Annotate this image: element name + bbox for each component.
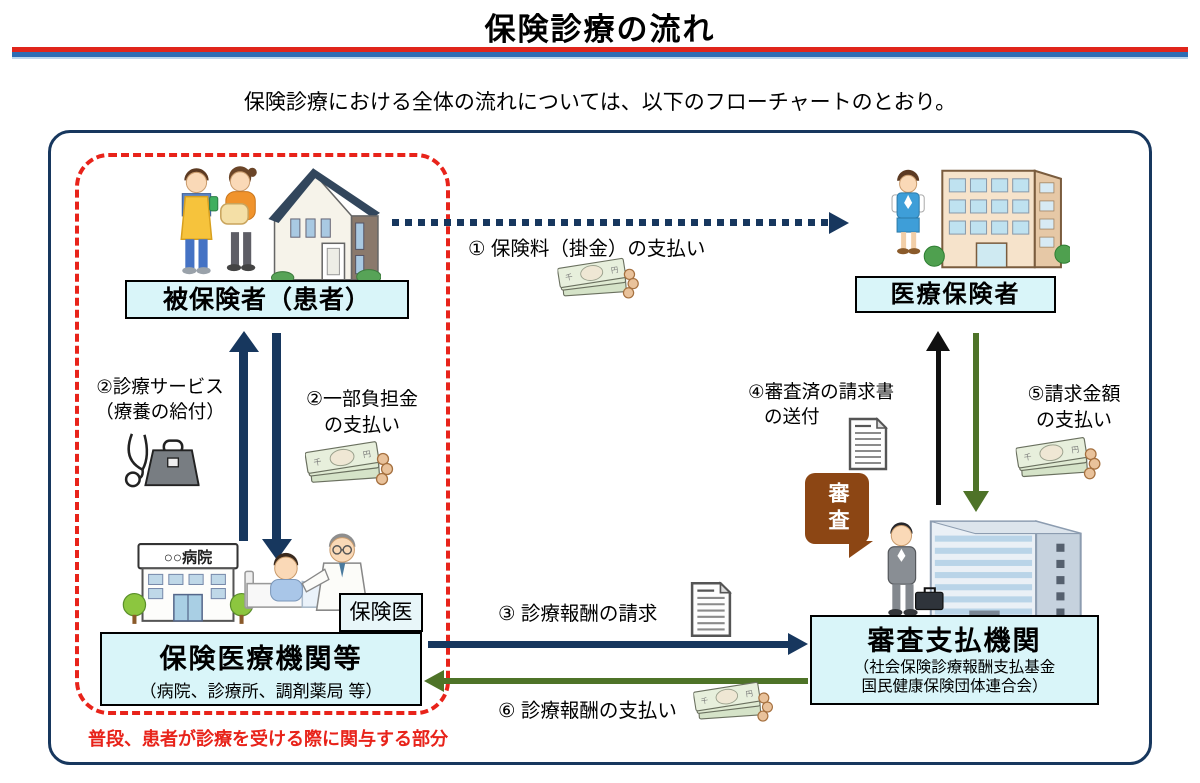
insured-box: 被保険者（患者） xyxy=(125,280,409,319)
flowchart-frame xyxy=(48,130,1152,765)
payer-building-illustration xyxy=(868,503,1106,633)
payer-subtitle-line1: （社会保険診療報酬支払基金 xyxy=(853,659,1056,676)
patient-involvement-note: 普段、患者が診療を受ける際に関与する部分 xyxy=(88,729,448,749)
money-icon xyxy=(692,679,776,726)
money-icon xyxy=(302,438,398,490)
flow3-label: ③ 診療報酬の請求 xyxy=(498,603,658,625)
flow2-service-arrowhead xyxy=(229,331,259,352)
flow6-arrowhead xyxy=(424,670,444,692)
provider-title: 保険医療機関等 xyxy=(159,644,363,674)
flow4-line2: の送付 xyxy=(764,405,820,427)
flow3-arrow xyxy=(428,641,794,648)
flow5-line2: の支払い xyxy=(1035,409,1112,431)
flow1-arrowhead xyxy=(829,212,849,234)
money-icon xyxy=(556,255,642,303)
flow2-copay-line2: の支払い xyxy=(323,414,400,436)
payer-box: 審査支払機関 （社会保険診療報酬支払基金 国民健康保険団体連合会） xyxy=(810,615,1099,705)
flow2-service-label: ②診療サービス （療養の給付） xyxy=(82,375,238,425)
insurance-doctor-tag: 保険医 xyxy=(339,593,423,632)
document-icon xyxy=(690,581,732,638)
flow2-copay-line1: ②一部負担金 xyxy=(305,389,419,410)
flow2-service-line1: ②診療サービス xyxy=(96,376,224,397)
review-bubble-label: 審査 xyxy=(826,481,849,536)
review-bubble-tail xyxy=(849,541,873,558)
header-rule-red xyxy=(12,47,1188,52)
payer-title: 審査支払機関 xyxy=(867,626,1042,656)
page-subtitle: 保険診療における全体の流れについては、以下のフローチャートのとおり。 xyxy=(243,91,957,114)
flow5-arrow xyxy=(973,333,979,491)
flow2-service-line2: （療養の給付） xyxy=(95,400,225,422)
flow6-arrow xyxy=(442,678,808,684)
patient-involvement-dashed-frame xyxy=(75,153,450,715)
flow1-label: ① 保険料（掛金）の支払い xyxy=(468,238,706,260)
flow2-copay-label: ②一部負担金 の支払い xyxy=(288,387,436,438)
hospital-illustration xyxy=(122,538,254,634)
flow1-dotted-arrow xyxy=(392,219,829,226)
page-title: 保険診療の流れ xyxy=(484,12,716,47)
header-rule-blue xyxy=(12,52,1188,57)
family-house-illustration xyxy=(163,160,381,284)
flow2-copay-arrow xyxy=(272,333,281,539)
flow3-arrowhead xyxy=(788,633,808,655)
review-speech-bubble: 審査 xyxy=(805,473,869,544)
money-icon xyxy=(1014,434,1104,484)
payer-subtitle-line2: 国民健康保険団体連合会） xyxy=(861,678,1048,696)
flow4-line1: ④審査済の請求書 xyxy=(748,381,895,402)
flow6-label: ⑥ 診療報酬の支払い xyxy=(498,700,677,722)
provider-box: 保険医療機関等 （病院、診療所、調剤薬局 等） xyxy=(100,632,422,706)
provider-subtitle: （病院、診療所、調剤薬局 等） xyxy=(139,682,383,701)
insurer-box: 医療保険者 xyxy=(855,276,1056,313)
flow4-label: ④審査済の請求書 の送付 xyxy=(748,380,933,430)
flow5-arrowhead xyxy=(963,491,989,512)
document-icon xyxy=(848,417,888,471)
flow5-label: ⑤請求金額 の支払い xyxy=(1003,382,1145,433)
medical-bag-icon xyxy=(118,430,200,490)
insurer-building-illustration xyxy=(884,156,1070,278)
header-rule-sky xyxy=(12,57,1188,59)
flow2-service-arrow xyxy=(239,351,248,541)
flow4-arrow xyxy=(936,350,941,505)
flow4-arrowhead xyxy=(926,331,950,351)
flow5-line1: ⑤請求金額 xyxy=(1027,384,1121,405)
